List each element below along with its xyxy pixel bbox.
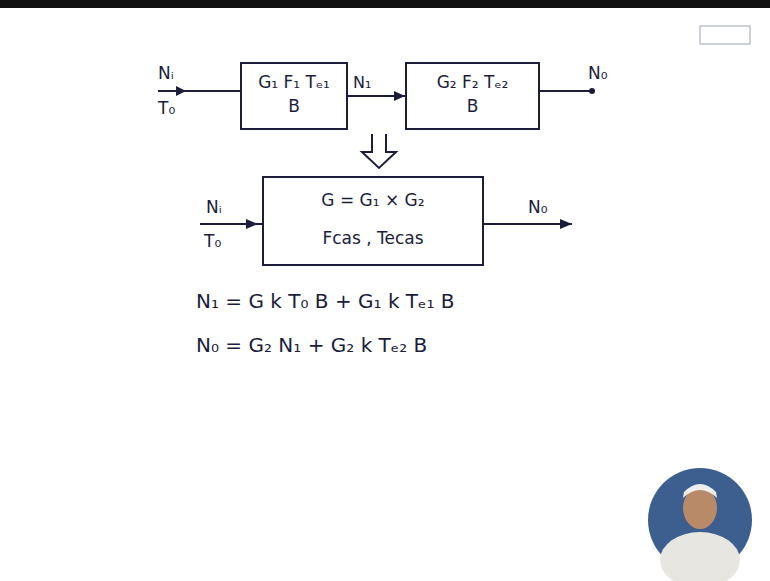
- signal-name: Nᵢ: [206, 196, 222, 218]
- signal-name: T₀: [204, 230, 221, 252]
- presenter-body: [660, 532, 740, 581]
- input-arrowhead: [246, 219, 258, 229]
- amplifier-stage: G₂ F₂ Tₑ₂B: [405, 62, 540, 130]
- signal-name: T₀: [158, 97, 175, 119]
- stage-bandwidth: Fcas , Tecas: [276, 226, 470, 250]
- equation: N₁ = G k T₀ B + G₁ k Tₑ₁ B: [196, 288, 455, 314]
- signal-name: N₀: [588, 62, 608, 84]
- presenter-cap: [683, 484, 717, 498]
- equivalent-block: G = G₁ × G₂ Fcas , Tecas: [262, 176, 484, 266]
- output-dot: [589, 88, 595, 94]
- signal-name: N₁: [351, 73, 373, 93]
- stage-parameters: G₂ F₂ Tₑ₂: [419, 70, 526, 94]
- stage-parameters: G₁ F₁ Tₑ₁: [254, 70, 334, 94]
- input-arrowhead: [176, 86, 186, 96]
- amplifier-stage: G₁ F₁ Tₑ₁B: [240, 62, 348, 130]
- output-wire: [540, 90, 592, 92]
- equation: N₀ = G₂ N₁ + G₂ k Tₑ₂ B: [196, 332, 427, 358]
- input-wire: [158, 90, 240, 92]
- top-bar: [0, 0, 770, 8]
- signal-name: N₀: [528, 196, 548, 218]
- transform-arrow: [362, 134, 396, 168]
- stage-parameters: G = G₁ × G₂: [276, 188, 470, 212]
- output-wire: [484, 223, 572, 225]
- stage-bandwidth: B: [254, 94, 334, 118]
- logo-stamp: [700, 26, 750, 44]
- signal-name: Nᵢ: [158, 62, 174, 84]
- stage-bandwidth: B: [419, 94, 526, 118]
- output-arrowhead: [560, 219, 572, 229]
